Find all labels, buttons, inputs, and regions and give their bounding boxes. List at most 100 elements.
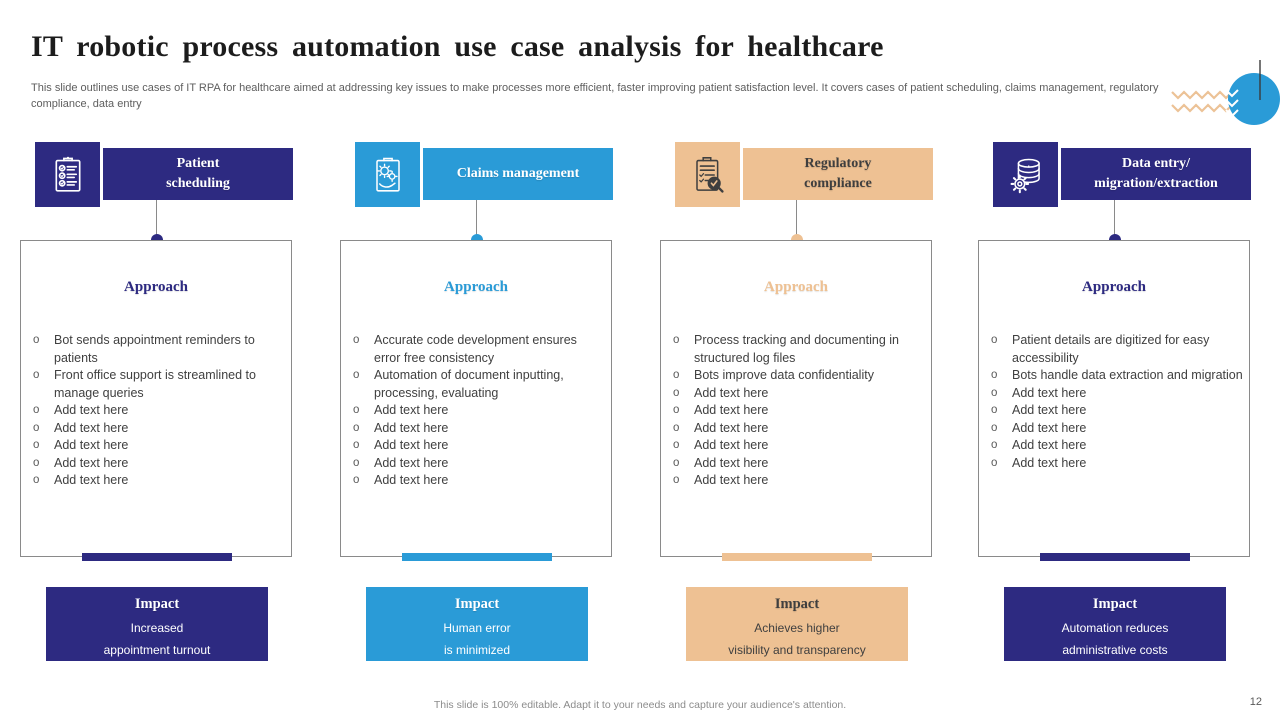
clipboard-gears-icon — [355, 142, 420, 207]
connector-line — [796, 200, 797, 240]
bullet-text: Add text here — [694, 455, 769, 470]
bullet-text: Add text here — [374, 438, 449, 452]
bullet-text: Front office support is streamlined to m… — [54, 368, 256, 400]
impact-text-line: Achieves higher — [754, 621, 840, 635]
database-gear-icon — [993, 142, 1058, 207]
bullet-text: Bot sends appointment reminders to patie… — [54, 333, 255, 365]
bullet-text: Add text here — [1012, 403, 1087, 417]
white-chevrons-icon — [1225, 89, 1239, 118]
approach-bullet-list: o Process tracking and documenting in str… — [661, 332, 931, 490]
clipboard-checklist-icon — [35, 142, 100, 207]
bullet-marker-icon: o — [353, 456, 360, 469]
approach-bullet: o Add text here — [673, 420, 925, 438]
bullet-marker-icon: o — [33, 404, 40, 416]
approach-bullet-list: o Bot sends appointment reminders to pati… — [21, 332, 291, 490]
bullet-text: Add text here — [694, 420, 769, 435]
bullet-marker-icon: o — [673, 404, 680, 416]
bullet-marker-icon: o — [991, 456, 998, 469]
bullet-marker-icon: o — [991, 421, 998, 434]
use-case-title-line: Data entry/ — [1121, 156, 1191, 172]
approach-heading: Approach — [124, 279, 188, 295]
bullet-marker-icon: o — [353, 474, 360, 486]
approach-bullet: o Add text here — [673, 472, 925, 490]
bullet-text: Add text here — [54, 420, 129, 435]
impact-text-line: visibility and transparency — [728, 643, 866, 657]
connector-line — [476, 200, 477, 240]
use-case-title: Data entry/migration/extraction — [1061, 148, 1251, 200]
bullet-text: Add text here — [374, 473, 449, 487]
bullet-text: Bots handle data extraction and migratio… — [1012, 368, 1243, 382]
impact-heading: Impact — [134, 596, 180, 612]
connector-line — [156, 200, 157, 240]
approach-bullet: o Bots improve data confidentiality — [673, 367, 925, 385]
approach-card: Approach o Bot sends appointment reminder… — [20, 240, 292, 557]
use-case-title-line: Regulatory — [804, 156, 872, 172]
bullet-text: Add text here — [1012, 438, 1087, 452]
bullet-text: Add text here — [694, 403, 769, 417]
use-case-column-data-entry-migration: Data entry/migration/extraction Approach… — [978, 142, 1252, 667]
approach-bullet: o Add text here — [353, 437, 605, 455]
card-accent-bar — [722, 553, 872, 561]
impact-text-line: Automation reduces — [1061, 621, 1169, 635]
page-title: IT robotic process automation use case a… — [31, 30, 884, 63]
bullet-marker-icon: o — [33, 334, 40, 346]
bullet-text: Automation of document inputting, proces… — [374, 368, 564, 400]
approach-bullet: o Front office support is streamlined to … — [33, 367, 285, 402]
page-number: 12 — [1249, 696, 1262, 708]
bullet-marker-icon: o — [991, 404, 998, 416]
bullet-marker-icon: o — [673, 369, 680, 381]
use-case-title: Claims management — [423, 148, 613, 200]
impact-text-line: appointment turnout — [103, 643, 211, 657]
approach-bullet: o Add text here — [991, 437, 1243, 455]
impact-heading: Impact — [454, 596, 500, 612]
card-accent-bar — [402, 553, 552, 561]
bullet-marker-icon: o — [673, 421, 680, 434]
slide-subtitle: This slide outlines use cases of IT RPA … — [31, 82, 1159, 110]
bullet-text: Add text here — [1012, 385, 1087, 400]
approach-bullet: o Add text here — [353, 472, 605, 490]
bullet-text: Add text here — [54, 403, 129, 417]
bullet-text: Add text here — [1012, 420, 1087, 435]
bullet-text: Add text here — [374, 420, 449, 435]
bullet-marker-icon: o — [353, 334, 360, 346]
approach-heading: Approach — [1082, 279, 1146, 295]
card-accent-bar — [1040, 553, 1190, 561]
bullet-marker-icon: o — [33, 369, 40, 381]
approach-heading: Approach — [764, 279, 828, 295]
bullet-text: Add text here — [54, 455, 129, 470]
bullet-text: Add text here — [694, 385, 769, 400]
bullet-marker-icon: o — [353, 369, 360, 381]
bullet-marker-icon: o — [673, 474, 680, 486]
card-accent-bar — [82, 553, 232, 561]
bullet-marker-icon: o — [991, 439, 998, 451]
bullet-marker-icon: o — [673, 439, 680, 451]
bullet-marker-icon: o — [353, 439, 360, 451]
bullet-marker-icon: o — [673, 334, 680, 346]
bullet-text: Process tracking and documenting in stru… — [694, 333, 899, 365]
bullet-text: Bots improve data confidentiality — [694, 368, 874, 382]
corner-decoration — [1171, 60, 1280, 125]
approach-card: Approach o Process tracking and documenti… — [660, 240, 932, 557]
document-verified-icon — [675, 142, 740, 207]
approach-bullet: o Add text here — [33, 402, 285, 420]
bullet-text: Add text here — [694, 473, 769, 487]
approach-bullet: o Add text here — [673, 402, 925, 420]
bullet-text: Add text here — [374, 403, 449, 417]
